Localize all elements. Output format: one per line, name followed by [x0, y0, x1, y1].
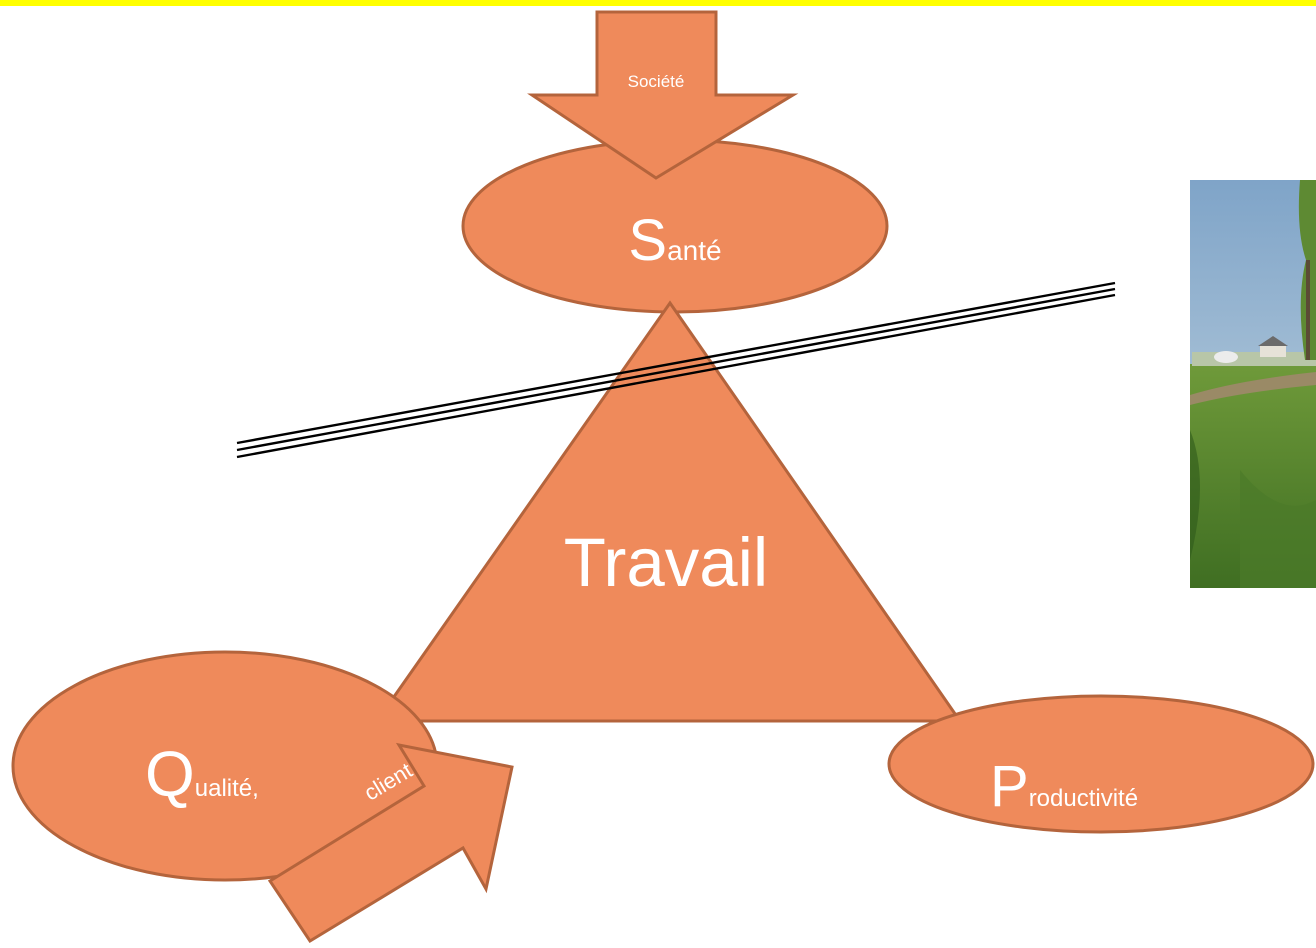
societe-label: Société [628, 72, 685, 91]
landscape-photo-icon [1190, 180, 1316, 588]
top-band [0, 0, 1316, 6]
sante-node: Santé [461, 138, 889, 314]
societe-arrow: Société [527, 10, 799, 180]
strike-line [236, 281, 1116, 459]
productivite-rest: roductivité [1029, 785, 1138, 812]
productivite-node: Productivité [887, 694, 1315, 834]
qualite-initial: Q [145, 738, 195, 810]
travail-label: Travail [564, 524, 768, 601]
qualite-rest: ualité, [195, 775, 259, 802]
travail-triangle: Travail [374, 300, 963, 723]
svg-text:Santé: Santé [628, 208, 721, 273]
svg-text:Qualité,: Qualité, [145, 738, 259, 810]
sante-initial: S [628, 208, 667, 273]
productivite-initial: P [990, 754, 1029, 819]
svg-text:Productivité: Productivité [990, 754, 1138, 819]
sante-rest: anté [667, 235, 722, 266]
